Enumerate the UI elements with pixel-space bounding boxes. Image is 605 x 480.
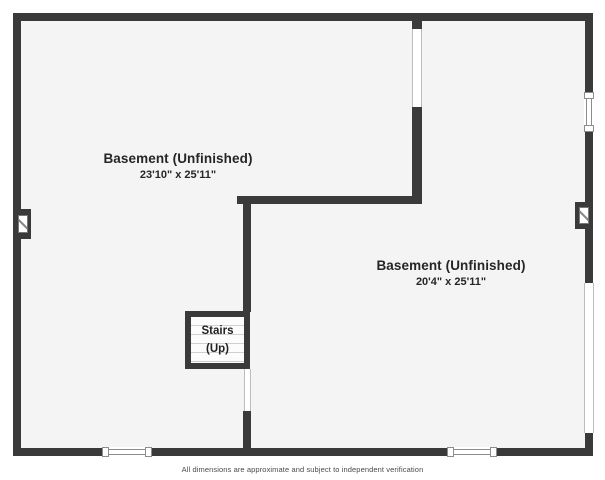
doorway-opening-below-stairs — [244, 369, 251, 411]
hatch-glyph — [579, 207, 589, 224]
window-symbol-bottom-right — [447, 447, 497, 457]
stairs-enclosure: Stairs (Up) — [185, 311, 250, 369]
room-dimensions: 23'10" x 25'11" — [139, 169, 217, 181]
window-symbol-right-wall — [584, 92, 594, 132]
doorway-opening-top — [412, 29, 422, 107]
window-symbol-bottom-left — [102, 447, 152, 457]
window-cap — [490, 447, 497, 457]
window-rail — [109, 449, 145, 455]
wall-partition-top-stub — [412, 21, 422, 29]
room-label-basement-right: Basement (Unfinished) 20'4" x 25'11" — [301, 258, 601, 288]
room-name: Basement (Unfinished) — [376, 258, 526, 273]
disclaimer-text: All dimensions are approximate and subje… — [181, 465, 424, 474]
room-dimensions: 20'4" x 25'11" — [415, 276, 487, 288]
wall-opening-right — [584, 283, 594, 433]
stairs-label-line1: Stairs — [201, 325, 234, 337]
wall-partition-horizontal — [237, 196, 422, 204]
wall-partition-vertical-left-upper — [243, 204, 251, 312]
hatch-glyph — [18, 215, 28, 233]
window-cap — [145, 447, 152, 457]
window-cap — [584, 125, 594, 132]
wall-partition-vertical-left-lower — [243, 411, 251, 456]
window-cap — [102, 447, 109, 457]
window-cap — [447, 447, 454, 457]
window-rail — [586, 99, 592, 125]
room-label-basement-left: Basement (Unfinished) 23'10" x 25'11" — [28, 151, 328, 181]
stairs-label-line2: (Up) — [206, 343, 229, 355]
wall-fixture-right — [575, 202, 593, 229]
wall-fixture-left — [13, 209, 31, 239]
window-cap — [584, 92, 594, 99]
room-name: Basement (Unfinished) — [103, 151, 253, 166]
wall-partition-vertical-upper — [412, 107, 422, 204]
plan-outer-walls — [13, 13, 593, 456]
window-rail — [454, 449, 490, 455]
